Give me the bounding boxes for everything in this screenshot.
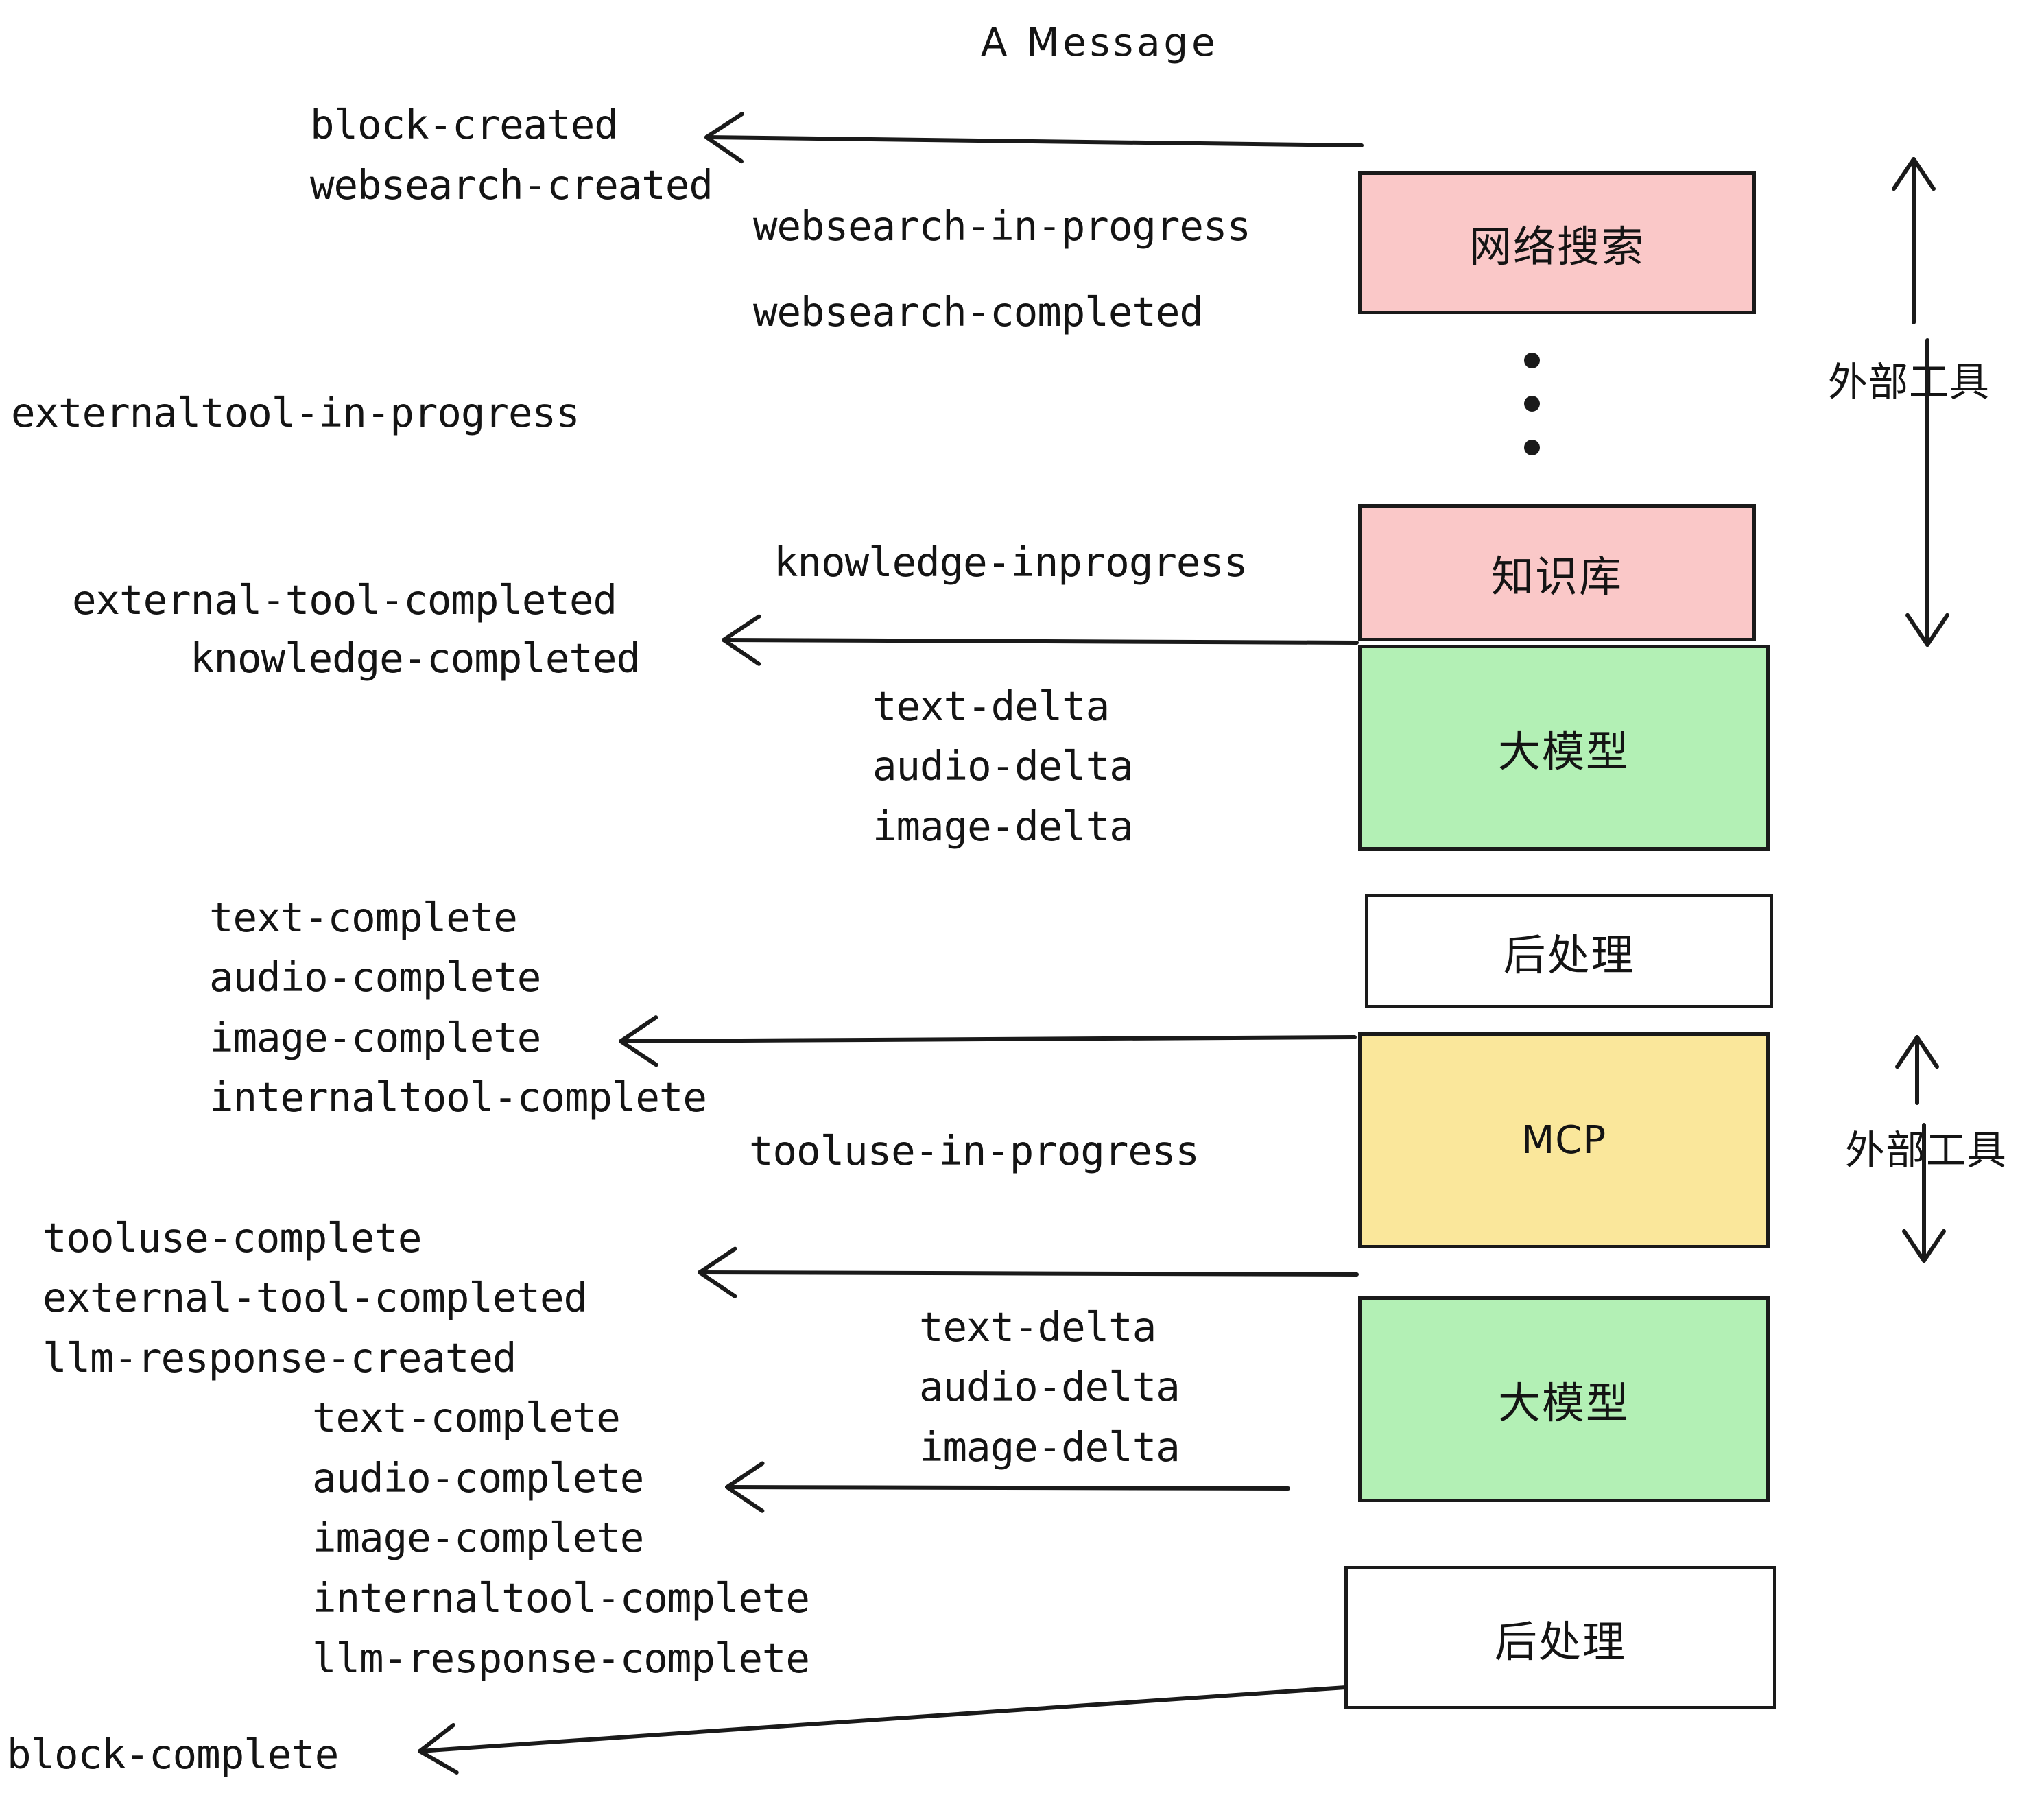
box-label: 大模型 (1497, 1378, 1630, 1428)
event-label-block-complete: block-complete (7, 1731, 339, 1778)
event-label-knowledge-completed: knowledge-completed (190, 634, 641, 682)
event-label-websearch-in-progress: websearch-in-progress (753, 202, 1251, 250)
event-label-tooluse-in-progress: tooluse-in-progress (749, 1127, 1200, 1174)
box-mcp[interactable]: MCP (1358, 1032, 1770, 1248)
event-label-llm-response-complete: llm-response-complete (312, 1635, 810, 1682)
side-label-external-tool-bottom: 外部工具 (1845, 1127, 2008, 1174)
event-label-text-complete-1: text-complete (209, 894, 518, 941)
event-label-websearch-created: websearch-created (310, 161, 713, 209)
event-label-external-tool-completed-2: external-tool-completed (43, 1274, 588, 1321)
box-label: MCP (1521, 1118, 1607, 1163)
event-label-text-complete-2: text-complete (312, 1394, 621, 1441)
box-knowledge[interactable]: 知识库 (1358, 504, 1756, 641)
box-label: 网络搜索 (1469, 222, 1645, 272)
box-websearch[interactable]: 网络搜索 (1358, 171, 1756, 314)
arrow-postprocess-to-left (698, 1246, 1359, 1298)
event-label-external-tool-completed-1: external-tool-completed (72, 576, 617, 624)
event-label-text-delta-2: text-delta (919, 1303, 1156, 1351)
box-llm-1[interactable]: 大模型 (1358, 645, 1770, 851)
page-title: A Message (981, 21, 1219, 65)
arrow-block-complete (418, 1685, 1348, 1775)
box-label: 知识库 (1490, 551, 1623, 602)
side-label-external-tool-top: 外部工具 (1828, 359, 1990, 405)
arrow-knowledge-to-left (722, 614, 1359, 666)
box-postprocess-2[interactable]: 后处理 (1344, 1566, 1776, 1709)
event-label-internaltool-complete-2: internaltool-complete (312, 1574, 810, 1622)
event-label-internaltool-complete-1: internaltool-complete (209, 1073, 707, 1121)
box-label: 后处理 (1503, 929, 1635, 980)
box-llm-2[interactable]: 大模型 (1358, 1296, 1770, 1502)
event-label-knowledge-inprogress: knowledge-inprogress (774, 538, 1248, 586)
box-label: 后处理 (1494, 1616, 1626, 1667)
event-label-llm-response-created: llm-response-created (43, 1334, 516, 1381)
ellipsis-dot-1 (1524, 353, 1540, 368)
event-label-audio-complete-2: audio-complete (312, 1454, 644, 1502)
arrow-websearch-to-left (704, 112, 1364, 164)
box-postprocess-1[interactable]: 后处理 (1365, 894, 1773, 1008)
event-label-image-delta-2: image-delta (919, 1423, 1180, 1471)
ellipsis-dot-2 (1524, 396, 1540, 412)
event-label-audio-delta-1: audio-delta (872, 742, 1134, 790)
event-label-externaltool-in-progress: externaltool-in-progress (11, 389, 580, 436)
ellipsis-dot-3 (1524, 440, 1540, 455)
external-tool-arrow-up-bottom (1895, 1035, 1939, 1105)
event-label-websearch-completed: websearch-completed (753, 288, 1204, 335)
event-label-text-delta-1: text-delta (872, 683, 1110, 730)
event-label-tooluse-complete: tooluse-complete (43, 1214, 422, 1261)
event-label-audio-complete-1: audio-complete (209, 953, 541, 1001)
arrow-mcp-to-left (619, 1015, 1357, 1067)
box-label: 大模型 (1497, 726, 1630, 776)
external-tool-arrow-up-top (1892, 157, 1936, 324)
event-label-block-created: block-created (310, 101, 619, 148)
event-label-image-complete-2: image-complete (312, 1514, 644, 1561)
event-label-image-delta-1: image-delta (872, 803, 1134, 850)
event-label-audio-delta-2: audio-delta (919, 1363, 1180, 1410)
event-label-image-complete-1: image-complete (209, 1014, 541, 1061)
